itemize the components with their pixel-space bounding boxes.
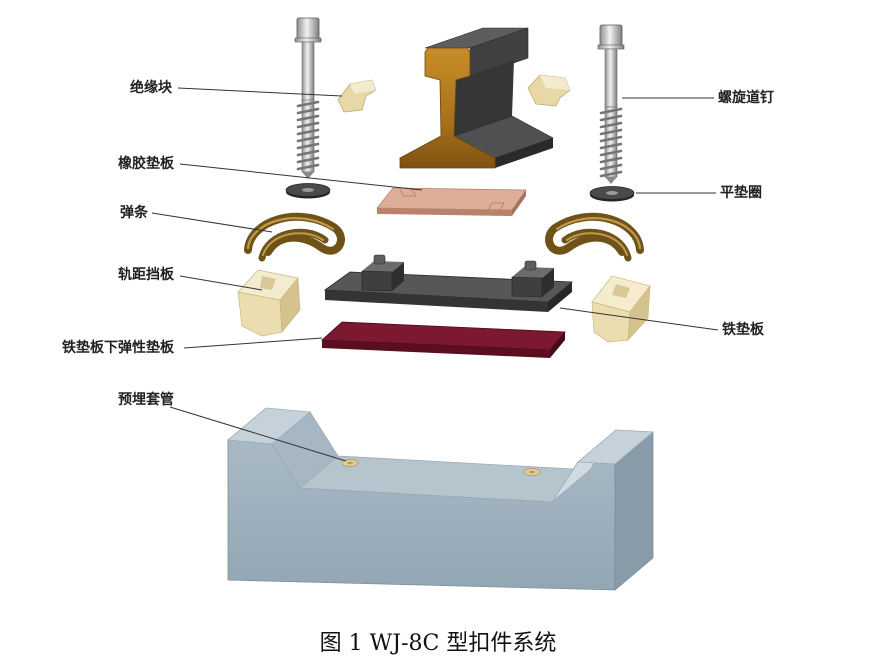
label-elastic-clip: 弹条 [120,205,148,221]
elastic-pad-under-iron-plate [321,321,566,358]
label-spiral-spike: 螺旋道钉 [718,90,774,106]
iron-pad-left-shoulder [361,254,404,292]
flat-washer-right [589,186,635,202]
label-gauge-baffle: 轨距挡板 [118,267,174,283]
spike-thread [599,107,623,178]
spiral-spike-left [294,17,322,179]
spiral-spike-right [597,24,625,184]
label-rubber-pad: 橡胶垫板 [118,156,174,172]
spike-thread [296,100,320,171]
leader-embedded-sleeve [169,406,347,462]
label-insulation-block: 绝缘块 [130,80,172,96]
rail-cross-section [399,47,496,169]
leader-rubber-pad [179,163,423,191]
figure-caption: 图 1 WJ-8C 型扣件系统 [319,631,557,656]
concrete-sleeper [227,407,655,591]
gauge-baffle-left [237,269,301,337]
iron-pad [323,254,574,312]
leader-elastic-pad [183,337,323,349]
leader-elastic-clip [151,212,273,233]
embedded-sleeve-right [523,468,541,476]
elastic-clip-right [545,212,644,262]
gauge-baffle-right [591,275,651,343]
leader-iron-pad [559,307,719,331]
rail [399,27,554,169]
rubber-pad [376,187,527,216]
label-iron-pad: 铁垫板 [722,322,764,338]
elastic-clip-left [244,212,345,262]
sleeper-right-shoulder-top [576,429,655,465]
insulation-block-left [337,79,377,113]
spike-head [599,24,623,48]
leader-lines [151,87,719,462]
iron-pad-right-shoulder [511,260,554,298]
leader-insulation-block [177,87,343,97]
flat-washer-left [285,183,331,199]
spike-head [296,17,320,41]
spike-shank [604,48,618,108]
label-embedded-sleeve: 预埋套管 [118,392,174,408]
insulation-block-right [527,74,571,107]
spike-shank [301,41,315,103]
label-flat-washer: 平垫圈 [720,185,762,201]
embedded-sleeve-left [341,459,359,467]
label-elastic-pad-under-iron-plate: 铁垫板下弹性垫板 [62,340,174,356]
leader-gauge-baffle [179,275,263,291]
